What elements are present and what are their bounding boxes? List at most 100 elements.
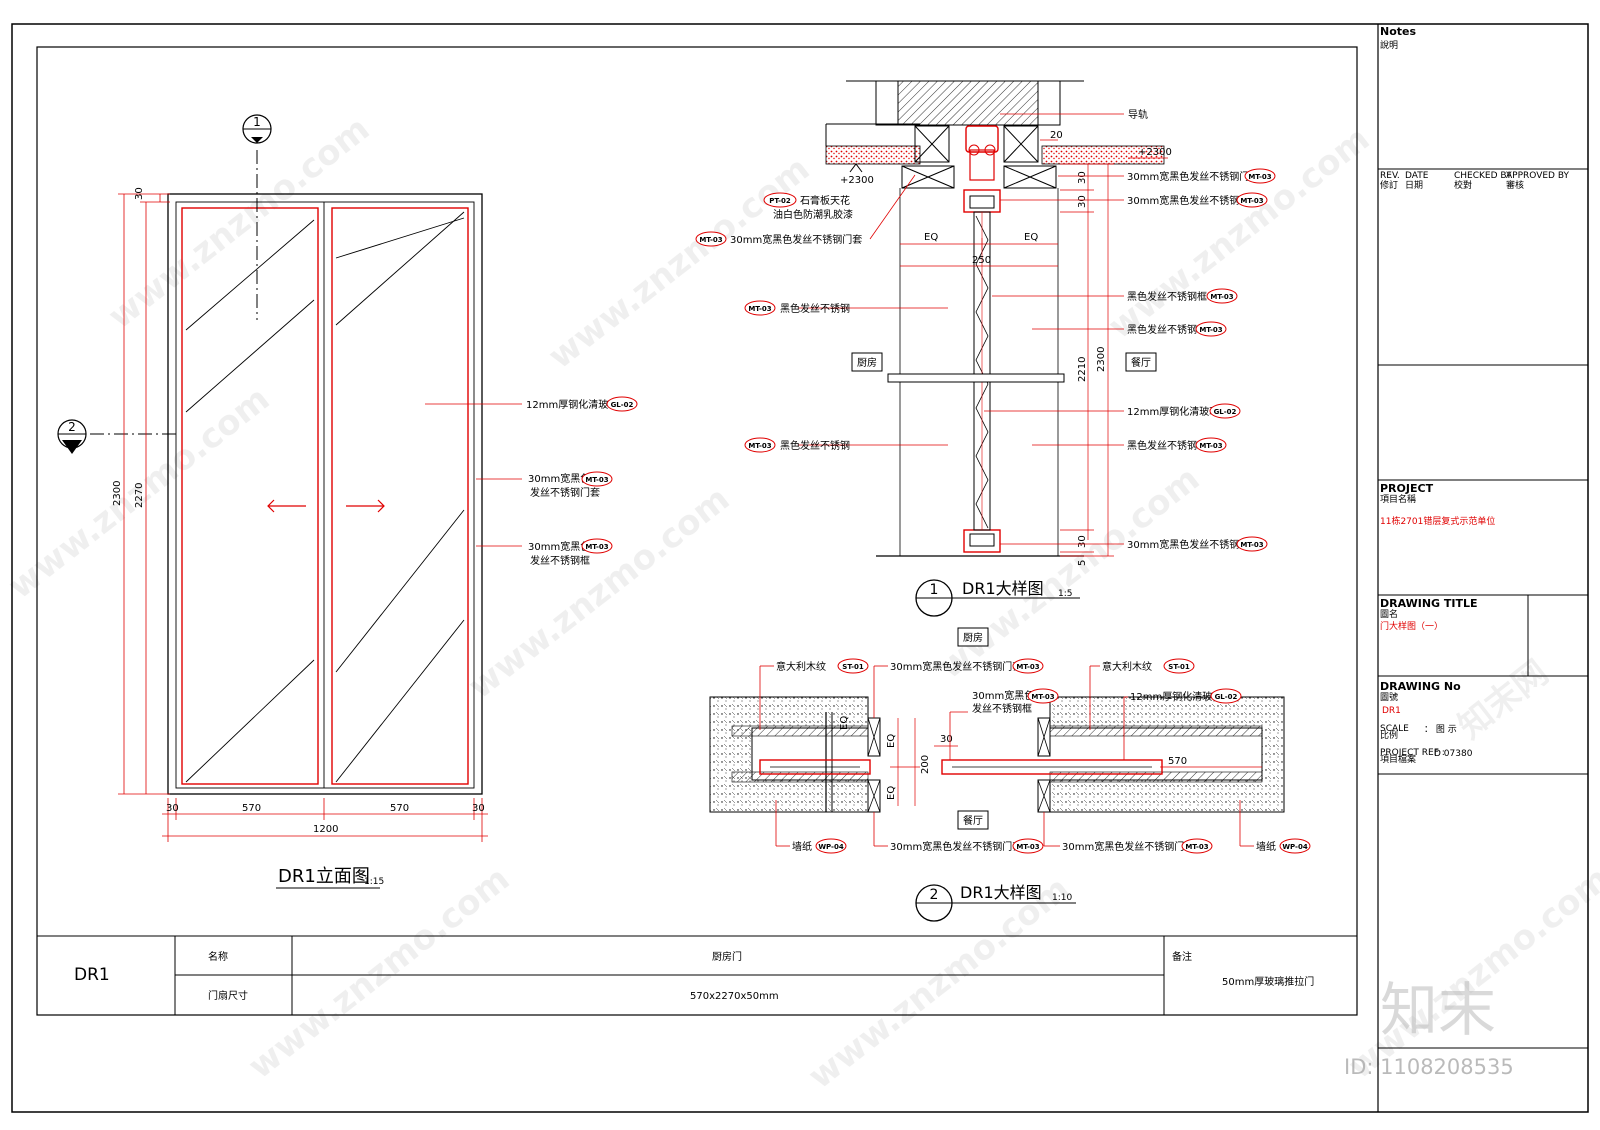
tb-drawing-no-cn: 圖號 [1380, 691, 1398, 703]
d1-r-callout-6: 黑色发丝不锈钢 [1127, 439, 1197, 452]
tb-rev-cn: 修訂 [1380, 179, 1398, 191]
sheet-border [11, 23, 1589, 1113]
d2-dim-30: 30 [940, 734, 953, 745]
schedule-code: DR1 [74, 965, 110, 985]
tb-ref-value: D 07380 [1434, 749, 1473, 759]
d1-level-right: +2300 [1138, 147, 1172, 158]
svg-text:GL-02: GL-02 [1215, 693, 1238, 701]
d2-callout-wallpaper-2: 墙纸 [1256, 840, 1276, 853]
svg-text:2: 2 [930, 887, 939, 903]
tb-drawing-title-cn: 圖名 [1380, 608, 1398, 620]
svg-text:GL-02: GL-02 [611, 401, 634, 409]
door-schedule: DR1 名称 厨房门 门扇尺寸 570x2270x50mm 备注 50mm厚玻璃… [37, 935, 1357, 1015]
tb-approved-cn: 審核 [1506, 179, 1524, 191]
watermark-text: www.znzmo.com [461, 479, 737, 707]
d2-callout-trim-2: 30mm宽黑色发丝不锈钢门套 [890, 840, 1022, 853]
dim-leaf-right: 570 [390, 803, 409, 814]
d1-top-label: 导轨 [1128, 108, 1148, 121]
d2-callout-wallpaper-1: 墙纸 [792, 840, 812, 853]
svg-text:MT-03: MT-03 [1240, 197, 1263, 205]
svg-text:PT-02: PT-02 [769, 197, 791, 205]
tb-approved-en: APPROVED BY [1506, 171, 1570, 181]
watermark-text: www.znzmo.com [541, 149, 817, 377]
d1-callout-ceiling: 石膏板天花 [800, 194, 850, 207]
d1-room-right: 餐厅 [1131, 356, 1151, 369]
d1-dim-2210: 2210 [1077, 357, 1088, 382]
dim-top-30: 30 [134, 187, 145, 200]
d1-dim-bot30: 30 [1077, 535, 1088, 548]
d1-r-callout-4: 黑色发丝不锈钢 [1127, 323, 1197, 336]
elevation-drawing: 1 2 30 2300 2270 30 [57, 114, 638, 889]
detail-2-title: 2 DR1大样图 1:10 [915, 883, 1076, 922]
dim-2300: 2300 [112, 481, 123, 506]
dim-2270: 2270 [134, 483, 145, 508]
d2-dim-570: 570 [1168, 756, 1187, 767]
elev-callout-frame1: 30mm宽黑色 [528, 472, 590, 485]
d2-dim-200: 200 [920, 755, 931, 774]
svg-text:ST-01: ST-01 [1168, 663, 1190, 671]
elevation-title: DR1立面图 [278, 866, 370, 887]
d1-dim-2300: 2300 [1096, 347, 1107, 372]
tb-date-en: DATE [1405, 171, 1429, 181]
d1-dim-30a: 30 [1077, 171, 1088, 184]
svg-text:MT-03: MT-03 [1199, 326, 1222, 334]
elev-callout-frame1-b: 发丝不锈钢门套 [530, 486, 600, 499]
d2-callout-frame-b: 发丝不锈钢框 [972, 702, 1032, 715]
d1-dim-20: 20 [1050, 130, 1063, 141]
d1-callout-steel-1: 黑色发丝不锈钢 [780, 302, 850, 315]
d1-r-callout-2: 30mm宽黑色发丝不锈钢框 [1127, 194, 1249, 207]
tb-scale-en: SCALE [1380, 724, 1409, 734]
title-block: Notes 說明 REV. 修訂 DATE 日期 CHECKED BY 校對 A… [1344, 25, 1588, 1079]
d1-dim-250: 250 [972, 255, 991, 266]
tb-project-value: 11栋2701错层复式示范单位 [1380, 515, 1495, 527]
svg-text:MT-03: MT-03 [1199, 442, 1222, 450]
d2-callout-wood-2: 意大利木纹 [1102, 660, 1152, 673]
watermark-logo: 知末 [1380, 976, 1496, 1044]
svg-text:MT-03: MT-03 [1016, 663, 1039, 671]
watermark-brand: 知末网 [1451, 653, 1556, 747]
tb-date-cn: 日期 [1405, 180, 1423, 191]
schedule-size-label: 门扇尺寸 [208, 989, 248, 1002]
elev-callout-frame2: 30mm宽黑色 [528, 540, 590, 553]
svg-text:GL-02: GL-02 [1214, 408, 1237, 416]
d1-dim-eq1: EQ [924, 232, 938, 243]
d1-dim-eq2: EQ [1024, 232, 1038, 243]
tb-checked-cn: 校對 [1454, 179, 1472, 191]
d2-callout-trim-3: 30mm宽黑色发丝不锈钢门套 [1062, 840, 1194, 853]
detail-1-title: 1 DR1大样图 1:5 [915, 579, 1080, 617]
tb-drawing-title-value: 门大样图（一） [1380, 620, 1443, 632]
tb-project-cn: 項目名稱 [1380, 493, 1416, 505]
watermark-layer: www.znzmo.com www.znzmo.com www.znzmo.co… [1, 109, 1600, 1097]
svg-text:WP-04: WP-04 [1282, 843, 1308, 851]
dim-frame-left: 30 [166, 803, 179, 814]
d2-callout-wood-1: 意大利木纹 [776, 660, 826, 673]
svg-text:MT-03: MT-03 [1031, 693, 1054, 701]
tb-drawing-title-en: DRAWING TITLE [1380, 597, 1478, 610]
detail-2-drawing: EQ EQ 200 30 570 EQ 厨房 餐厅 意大利木纹 ST-01 30… [709, 627, 1311, 922]
svg-text:WP-04: WP-04 [818, 843, 844, 851]
svg-text:MT-03: MT-03 [1016, 843, 1039, 851]
d2-callout-frame: 30mm宽黑色 [972, 689, 1034, 702]
svg-text:MT-03: MT-03 [1248, 173, 1271, 181]
d1-dim-bot5: 5 [1077, 560, 1088, 566]
schedule-size-value: 570x2270x50mm [690, 991, 779, 1002]
elev-callout-frame2-b: 发丝不锈钢框 [530, 554, 590, 567]
d1-level-left: +2300 [840, 175, 874, 186]
d2-room-bottom: 餐厅 [963, 814, 983, 827]
elev-callout-glass: 12mm厚钢化清玻璃 [526, 398, 618, 411]
svg-text:MT-03: MT-03 [1210, 293, 1233, 301]
svg-text:MT-03: MT-03 [585, 476, 608, 484]
tb-notes-en: Notes [1380, 25, 1416, 38]
d1-r-callout-5: 12mm厚钢化清玻璃 [1127, 405, 1219, 418]
tb-ref-en: PROJECT REF : [1380, 748, 1445, 758]
tb-rev-en: REV. [1380, 171, 1400, 181]
d1-callout-steel-2: 黑色发丝不锈钢 [780, 439, 850, 452]
d1-room-left: 厨房 [857, 356, 877, 369]
d1-r-callout-7: 30mm宽黑色发丝不锈钢框 [1127, 538, 1249, 551]
watermark-text: www.znzmo.com [241, 859, 517, 1087]
dim-overall-width: 1200 [313, 824, 338, 835]
schedule-remark-value: 50mm厚玻璃推拉门 [1222, 975, 1314, 988]
svg-text:MT-03: MT-03 [748, 442, 771, 450]
tb-scale-value: ： 图 示 [1424, 724, 1457, 735]
